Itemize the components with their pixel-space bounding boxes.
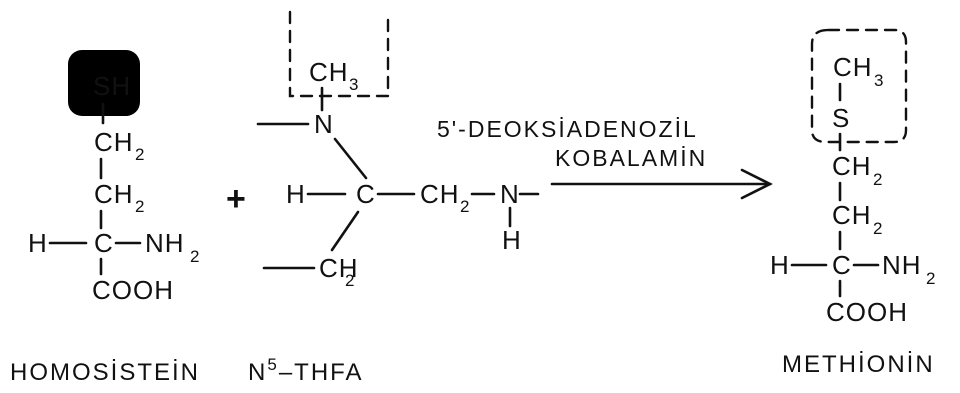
thfa-caption: N5–THFA xyxy=(248,355,364,386)
h-atom: H xyxy=(28,228,48,258)
homocysteine-caption: HOMOSİSTEİN xyxy=(10,359,200,386)
met-ch2-a: CH xyxy=(832,151,872,181)
arrow-head xyxy=(740,168,773,200)
sh-highlight-box xyxy=(68,50,140,116)
met-s-atom: S xyxy=(832,103,850,133)
n5-atom: N xyxy=(314,109,334,139)
reaction-arrow: 5'-DEOKSİADENOZİL KOBALAMİN xyxy=(437,116,773,200)
thfa-ch2-mid: CH xyxy=(420,179,460,209)
thfa-caption-superscript: 5 xyxy=(267,355,278,374)
nh2-subscript: 2 xyxy=(190,247,199,266)
thfa-ch2-mid-subscript: 2 xyxy=(460,197,469,216)
thfa-ch2-low-subscript: 2 xyxy=(345,271,354,290)
thfa-caption-rest: –THFA xyxy=(279,359,364,386)
thfa-c: C xyxy=(356,179,376,209)
sh-group: SH xyxy=(93,71,131,101)
thfa-molecule: CH 3 N H C CH 2 N H CH 2 xyxy=(256,10,540,290)
met-nh2-subscript: 2 xyxy=(926,269,935,288)
plus-sign: + xyxy=(226,180,246,218)
thfa-ch2-low: CH xyxy=(319,253,359,283)
met-cooh-group: COOH xyxy=(826,297,908,327)
met-ch2-b: CH xyxy=(832,200,872,230)
bond-n-c xyxy=(333,137,368,180)
met-nh2-group: NH xyxy=(882,250,922,280)
thfa-n-atom: N xyxy=(500,179,520,209)
alpha-carbon: C xyxy=(94,228,114,258)
cooh-group: COOH xyxy=(92,275,174,305)
methionine-caption: METHİONİN xyxy=(782,351,935,378)
nh2-group: NH xyxy=(145,228,185,258)
thfa-caption-base: N xyxy=(248,359,267,386)
met-ch3: CH xyxy=(833,52,873,82)
met-alpha-carbon: C xyxy=(832,250,852,280)
thfa-ch3: CH xyxy=(309,57,349,87)
ch2-b: CH xyxy=(94,179,134,209)
met-ch2-b-subscript: 2 xyxy=(873,219,882,238)
arrow-label-line2: KOBALAMİN xyxy=(555,145,707,171)
met-h-atom: H xyxy=(770,250,790,280)
ch2-a-subscript: 2 xyxy=(135,145,144,164)
ch2-a: CH xyxy=(94,127,134,157)
methionine-molecule: CH 3 S CH 2 CH 2 H C NH 2 COOH xyxy=(770,28,935,327)
met-ch2-a-subscript: 2 xyxy=(873,170,882,189)
s-ch3-highlight-box xyxy=(810,28,908,144)
ch2-b-subscript: 2 xyxy=(135,197,144,216)
met-ch3-subscript: 3 xyxy=(874,71,883,90)
thfa-h-atom: H xyxy=(286,179,306,209)
thfa-nh-h: H xyxy=(502,225,522,255)
arrow-label-line1: 5'-DEOKSİADENOZİL xyxy=(437,116,698,142)
bond-c-ch2-low xyxy=(330,210,360,252)
homocysteine-molecule: SH CH 2 CH 2 H C NH 2 COOH xyxy=(28,50,199,305)
thfa-ch3-subscript: 3 xyxy=(349,75,358,94)
ch3-highlight-box xyxy=(288,10,390,98)
